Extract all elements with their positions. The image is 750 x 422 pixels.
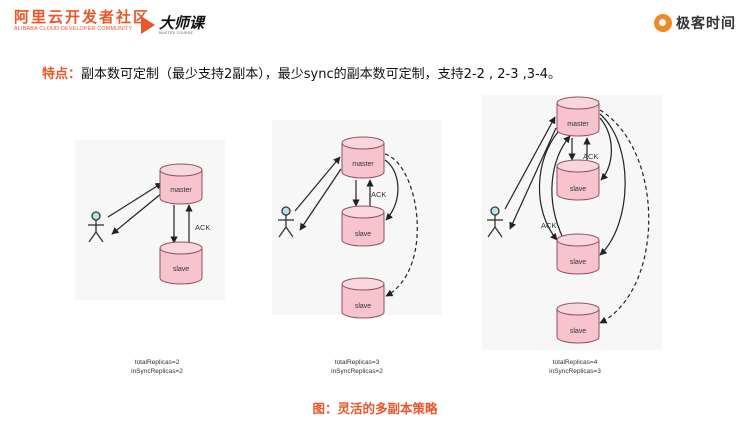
database-slave: slave [556, 233, 600, 275]
stick-figure-icon [278, 206, 294, 238]
database-master: master [159, 163, 203, 205]
node-label: master [352, 161, 374, 168]
total-replicas-label: totalReplicas=3 [335, 359, 380, 366]
node-label: slave [570, 259, 586, 266]
node-label: master [170, 187, 192, 194]
play-icon [141, 16, 155, 34]
geektime-icon [654, 14, 672, 32]
in-sync-replicas-label: inSyncReplicas=2 [331, 368, 383, 375]
masterclass-title: 大师课 [159, 13, 205, 32]
node-label: slave [173, 266, 189, 273]
database-slave: slave [341, 205, 385, 247]
brand-subtitle: ALIBABA CLOUD DEVELOPER COMMUNITY [14, 26, 133, 32]
geektime-logo: 极客时间 [654, 13, 736, 33]
feature-text: 副本数可定制（最少支持2副本），最少sync的副本数可定制，支持2-2 , 2-… [81, 67, 562, 82]
masterclass-subtitle: MASTER COURSE [159, 30, 194, 35]
diagram-panel-1: master slave ACK [75, 140, 225, 300]
ack-label: ACK [583, 152, 598, 161]
node-label: slave [355, 303, 371, 310]
geektime-title: 极客时间 [676, 16, 736, 32]
node-label: slave [355, 231, 371, 238]
database-slave: slave [341, 277, 385, 319]
database-slave: slave [159, 241, 203, 285]
node-label: slave [570, 186, 586, 193]
total-replicas-label: totalReplicas=4 [553, 359, 598, 366]
feature-label: 特点： [42, 67, 82, 82]
in-sync-replicas-label: inSyncReplicas=2 [131, 368, 183, 375]
total-replicas-label: totalReplicas=2 [135, 359, 180, 366]
node-label: slave [570, 328, 586, 335]
ack-label: ACK [195, 223, 210, 232]
feature-line: 特点：副本数可定制（最少支持2副本），最少sync的副本数可定制，支持2-2 ,… [42, 63, 561, 82]
diagram-panel-2: master slave slave ACK [272, 120, 442, 319]
diagram-panel-3: master slave slave slave ACK ACK [482, 95, 662, 350]
in-sync-replicas-label: inSyncReplicas=3 [549, 368, 601, 375]
aliyun-developer-logo: 阿里云开发者社区 ALIBABA CLOUD DEVELOPER COMMUNI… [14, 9, 150, 33]
database-master: master [556, 96, 600, 137]
stick-figure-icon [88, 211, 104, 243]
database-master: master [341, 136, 385, 179]
database-slave: slave [556, 302, 600, 344]
node-label: master [567, 121, 589, 128]
ack-label: ACK [371, 190, 386, 199]
database-slave: slave [556, 159, 600, 201]
brand-title: 阿里云开发者社区 [14, 8, 151, 26]
ack-label: ACK [541, 221, 556, 230]
masterclass-logo: 大师课 MASTER COURSE [141, 13, 204, 37]
figure-caption: 图：灵活的多副本策略 [312, 401, 438, 416]
stick-figure-icon [487, 206, 503, 238]
